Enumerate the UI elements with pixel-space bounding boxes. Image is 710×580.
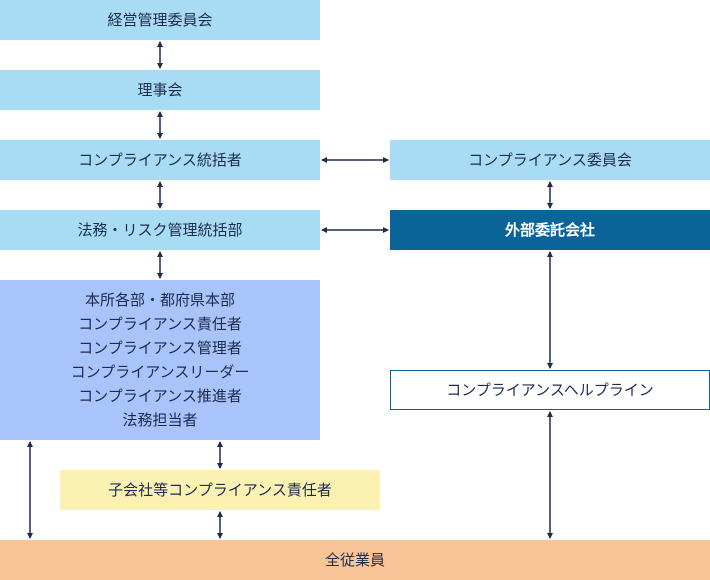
subsidiary-box: 子会社等コンプライアンス責任者 — [60, 470, 380, 510]
legal-risk-head-label: 法務・リスク管理統括部 — [77, 221, 243, 239]
compliance-committee-box: コンプライアンス委員会 — [390, 140, 710, 180]
external-firm-box: 外部委託会社 — [390, 210, 710, 250]
all-employees-box: 全従業員 — [0, 540, 710, 580]
board-label: 理事会 — [137, 81, 183, 99]
management-committee-box: 経営管理委員会 — [0, 0, 320, 40]
compliance-head-box: コンプライアンス統括者 — [0, 140, 320, 180]
compliance-head-label: コンプライアンス統括者 — [78, 151, 242, 169]
branch-role-line: 本所各部・都府県本部 — [84, 291, 235, 309]
legal-risk-head-box: 法務・リスク管理統括部 — [0, 210, 320, 250]
all-employees-label: 全従業員 — [324, 551, 385, 569]
subsidiary-label: 子会社等コンプライアンス責任者 — [108, 481, 332, 499]
external-firm-label: 外部委託会社 — [504, 221, 595, 239]
branch-role-line: コンプライアンスリーダー — [70, 363, 250, 381]
branch-role-line: コンプライアンス管理者 — [78, 339, 242, 357]
helpline-label: コンプライアンスヘルプライン — [446, 381, 654, 399]
management-committee-label: 経営管理委員会 — [107, 11, 213, 29]
branch-role-line: 法務担当者 — [122, 411, 198, 429]
branch-role-line: コンプライアンス責任者 — [78, 315, 242, 333]
board-box: 理事会 — [0, 70, 320, 110]
branch-roles-box: 本所各部・都府県本部 コンプライアンス責任者 コンプライアンス管理者 コンプライ… — [0, 280, 320, 440]
helpline-box: コンプライアンスヘルプライン — [390, 370, 710, 410]
branch-role-line: コンプライアンス推進者 — [78, 387, 242, 405]
compliance-committee-label: コンプライアンス委員会 — [468, 151, 632, 169]
